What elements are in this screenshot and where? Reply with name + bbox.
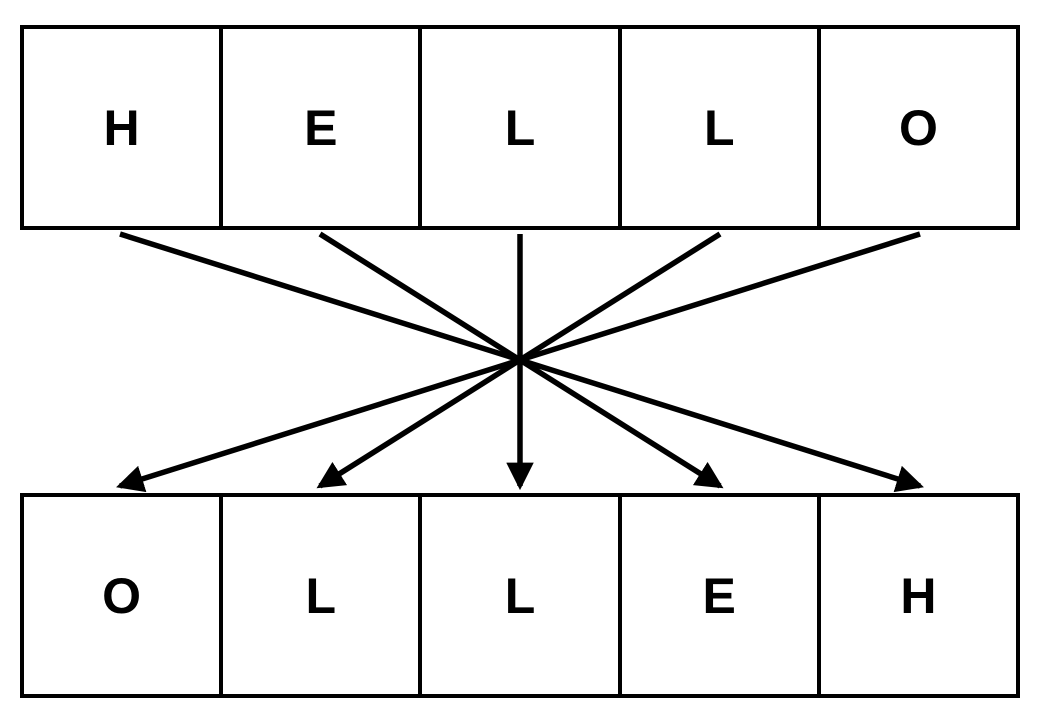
top-cell-letter: O xyxy=(898,99,938,156)
bottom-cell-letter: H xyxy=(900,567,937,624)
top-cell-2: L xyxy=(422,29,622,226)
top-cell-letter: L xyxy=(504,99,536,156)
bottom-cell-1: L xyxy=(223,497,423,694)
reversal-arrow-1-to-3 xyxy=(318,231,724,489)
bottom-cell-0: O xyxy=(24,497,224,694)
top-cell-letter: L xyxy=(703,99,735,156)
bottom-row: O L L E H xyxy=(20,493,1020,698)
top-cell-4: O xyxy=(821,29,1016,226)
reversal-arrow-4-to-0 xyxy=(116,231,921,493)
bottom-cell-letter: L xyxy=(305,567,337,624)
top-cell-letter: E xyxy=(304,99,338,156)
bottom-cell-letter: L xyxy=(504,567,536,624)
top-cell-0: H xyxy=(24,29,224,226)
top-cell-1: E xyxy=(223,29,423,226)
top-row: H E L L O xyxy=(20,25,1020,230)
top-cell-letter: H xyxy=(103,99,140,156)
bottom-cell-3: E xyxy=(622,497,821,694)
bottom-cell-4: H xyxy=(821,497,1016,694)
bottom-cell-letter: O xyxy=(102,567,142,624)
top-cell-3: L xyxy=(622,29,821,226)
arrow-lines xyxy=(116,231,924,493)
reversal-arrow-0-to-4 xyxy=(119,231,924,493)
reversal-arrow-3-to-1 xyxy=(316,231,722,489)
bottom-cell-letter: E xyxy=(702,567,736,624)
bottom-cell-2: L xyxy=(422,497,622,694)
